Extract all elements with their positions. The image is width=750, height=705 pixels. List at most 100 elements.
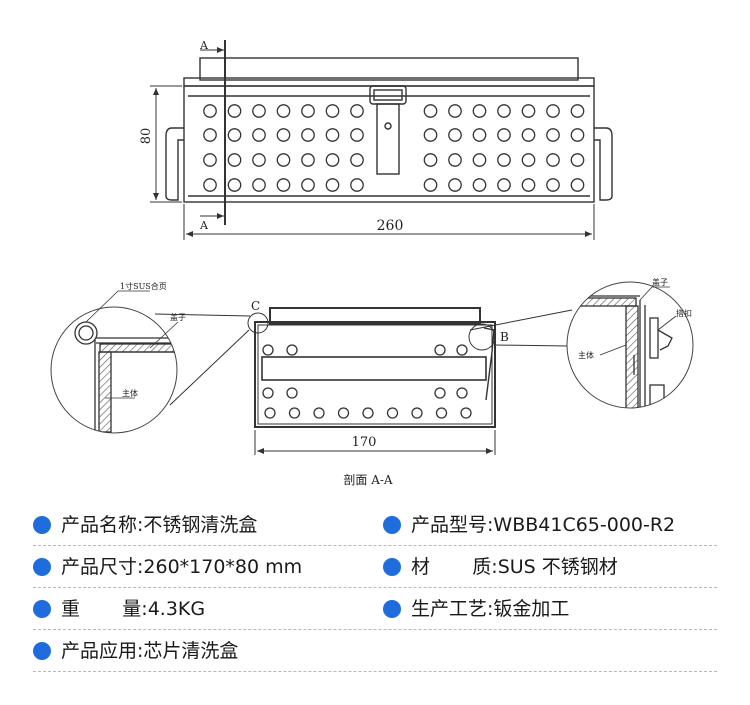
perforation-hole xyxy=(301,178,315,192)
perforation-hole xyxy=(276,153,291,167)
bullet-icon xyxy=(383,558,401,576)
perforation-hole xyxy=(350,128,364,142)
spec-row-3: 重 量: 4.3KG 生产工艺: 钣金加工 xyxy=(33,589,717,630)
perforation-hole xyxy=(546,178,560,192)
bullet-icon xyxy=(33,516,51,534)
front-holes xyxy=(203,104,585,192)
perforation-hole xyxy=(362,407,374,419)
front-view xyxy=(165,40,613,225)
lid-rim xyxy=(183,77,595,87)
spec-process: 生产工艺: 钣金加工 xyxy=(383,597,569,621)
section-width-label: 170 xyxy=(352,435,377,450)
detail-b-label: B xyxy=(500,330,509,344)
perforation-hole xyxy=(497,128,511,142)
perforation-hole xyxy=(252,153,266,167)
perforation-hole xyxy=(448,178,462,192)
perforation-hole xyxy=(203,104,217,118)
perforation-hole xyxy=(337,407,350,419)
perforation-hole xyxy=(227,128,242,142)
section-view xyxy=(247,307,496,428)
perforation-hole xyxy=(276,128,291,142)
spec-product-size: 产品尺寸: 260*170*80 mm xyxy=(33,555,302,579)
perforation-hole xyxy=(301,128,315,142)
perforation-hole xyxy=(252,178,266,192)
height-dimension-label: 80 xyxy=(139,128,154,145)
perforation-hole xyxy=(434,387,446,399)
perforation-hole xyxy=(423,128,438,142)
perforation-hole xyxy=(472,178,487,192)
detail-b xyxy=(566,281,694,409)
perforation-hole xyxy=(276,178,291,192)
detail-c xyxy=(50,290,179,434)
perforation-hole xyxy=(313,407,325,419)
detail-b-clasp-callout: 搭扣 xyxy=(676,308,692,318)
clasp-plate xyxy=(376,103,400,175)
perforation-hole xyxy=(301,153,315,167)
perforation-hole xyxy=(252,128,266,142)
perforation-hole xyxy=(546,128,560,142)
perforation-hole xyxy=(472,104,487,118)
perforation-hole xyxy=(325,153,340,167)
width-dimension-label: 260 xyxy=(377,218,404,234)
spec-weight: 重 量: 4.3KG xyxy=(33,597,205,621)
perforation-hole xyxy=(350,104,364,118)
perforation-hole xyxy=(203,178,217,192)
perforation-hole xyxy=(472,153,487,167)
perforation-hole xyxy=(411,407,423,419)
product-name-value: 不锈钢清洗盒 xyxy=(143,514,258,536)
perforation-hole xyxy=(448,104,462,118)
perforation-hole xyxy=(570,128,585,142)
perforation-hole xyxy=(448,128,462,142)
detail-b-body-callout: 主体 xyxy=(578,350,594,360)
perforation-hole xyxy=(227,104,242,118)
spec-row-2: 产品尺寸: 260*170*80 mm 材 质: SUS 不锈钢材 xyxy=(33,547,717,588)
perforation-hole xyxy=(521,178,536,192)
weight-label: 重 量: xyxy=(61,598,148,620)
perforation-hole xyxy=(203,128,217,142)
perforation-hole xyxy=(546,104,560,118)
detail-c-lid-callout: 盖子 xyxy=(170,312,186,322)
perforation-hole xyxy=(434,344,446,356)
spec-product-model: 产品型号: WBB41C65-000-R2 xyxy=(383,513,675,537)
section-dimensions xyxy=(154,309,573,455)
application-value: 芯片清洗盒 xyxy=(143,640,239,662)
perforation-hole xyxy=(456,387,468,399)
perforation-hole xyxy=(423,153,438,167)
perforation-hole xyxy=(262,344,274,356)
section-lid xyxy=(269,307,481,325)
bullet-icon xyxy=(33,600,51,618)
product-model-value: WBB41C65-000-R2 xyxy=(493,514,676,536)
detail-b-marker xyxy=(468,323,496,351)
perforation-hole xyxy=(570,178,585,192)
application-label: 产品应用: xyxy=(61,640,144,662)
spec-row-4: 产品应用: 芯片清洗盒 xyxy=(33,631,717,672)
perforation-hole xyxy=(252,104,266,118)
product-model-label: 产品型号: xyxy=(411,514,494,536)
perforation-hole xyxy=(286,344,298,356)
right-handle xyxy=(594,127,613,201)
section-divider-bar xyxy=(261,356,487,381)
material-value: SUS 不锈钢材 xyxy=(497,556,618,578)
perforation-hole xyxy=(456,344,468,356)
detail-b-lid-callout: 盖子 xyxy=(652,277,668,287)
section-marker-top: A xyxy=(199,39,209,52)
perforation-hole xyxy=(570,153,585,167)
perforation-hole xyxy=(460,407,472,419)
perforation-hole xyxy=(227,153,242,167)
product-size-value: 260*170*80 mm xyxy=(143,556,303,578)
left-handle xyxy=(165,127,184,201)
front-dimensions xyxy=(150,47,595,240)
detail-c-marker xyxy=(247,312,269,334)
perforation-hole xyxy=(386,407,399,419)
bullet-icon xyxy=(383,516,401,534)
perforation-hole xyxy=(288,407,301,419)
perforation-hole xyxy=(350,178,364,192)
spec-row-1: 产品名称: 不锈钢清洗盒 产品型号: WBB41C65-000-R2 xyxy=(33,505,717,546)
perforation-hole xyxy=(497,178,511,192)
perforation-hole xyxy=(521,128,536,142)
section-marker-bottom: A xyxy=(199,219,209,232)
perforation-hole xyxy=(497,153,511,167)
perforation-hole xyxy=(570,104,585,118)
perforation-hole xyxy=(448,153,462,167)
product-name-label: 产品名称: xyxy=(61,514,144,536)
